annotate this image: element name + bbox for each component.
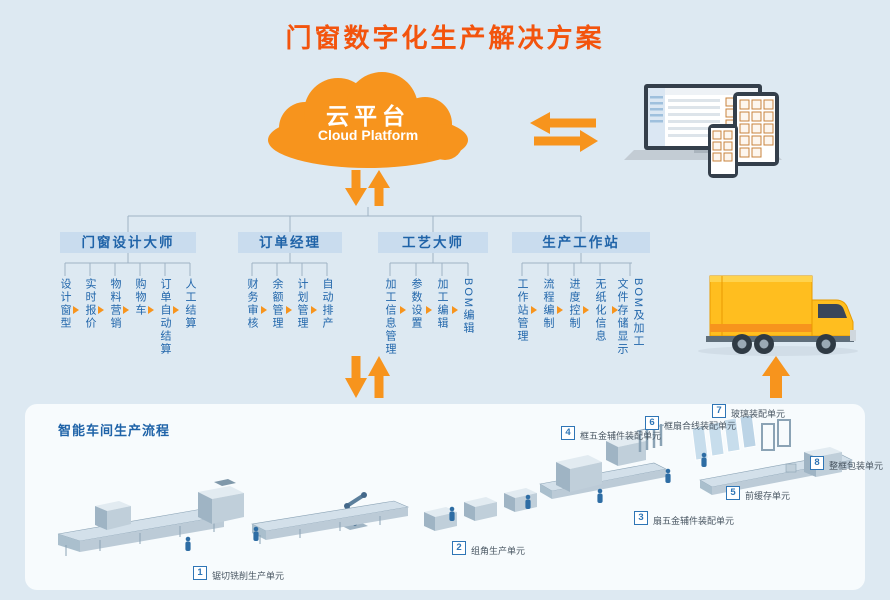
unit-label: 锯切铣削生产单元 <box>212 571 285 581</box>
flow-arrow-icon <box>286 306 292 314</box>
tree-workshop-arrows-icon <box>345 356 390 398</box>
feature-item: 设计窗型 <box>59 278 71 330</box>
workshop-title: 智能车间生产流程 <box>58 423 171 438</box>
unit-number: 5 <box>726 486 740 500</box>
feature-item: 无纸化信息 <box>594 278 606 343</box>
feature-item: 购物车 <box>134 278 146 317</box>
workshop-panel <box>25 404 865 590</box>
feature-item: 余额管理 <box>271 278 283 330</box>
phone-illustration <box>708 124 738 178</box>
flow-arrow-icon <box>123 306 129 314</box>
flow-arrow-icon <box>612 306 618 314</box>
feature-item: BOM编辑 <box>462 278 474 336</box>
unit-label: 扇五金辅件装配单元 <box>653 516 735 526</box>
unit-label: 框五金辅件装配单元 <box>580 431 662 441</box>
tablet-illustration <box>733 92 779 166</box>
feature-item: 参数设置 <box>410 278 422 330</box>
flow-arrow-icon <box>311 306 317 314</box>
feature-item: 人工结算 <box>184 278 196 330</box>
unit-number: 4 <box>561 426 575 440</box>
unit-1-sawing-line <box>57 479 244 556</box>
flow-arrow-icon <box>98 306 104 314</box>
feature-item: 流程编制 <box>542 278 554 330</box>
unit-number: 3 <box>634 511 648 525</box>
flow-arrow-icon <box>426 306 432 314</box>
feature-item: 计划管理 <box>296 278 308 330</box>
unit-number: 1 <box>193 566 207 580</box>
unit-label: 玻璃装配单元 <box>731 409 786 419</box>
feature-item: 进度控制 <box>568 278 580 330</box>
flow-arrow-icon <box>557 306 563 314</box>
tree-connector-lines <box>64 207 632 276</box>
flow-arrow-icon <box>583 306 589 314</box>
feature-item: 财务审核 <box>246 278 258 330</box>
feature-item: 自动排产 <box>321 278 333 330</box>
branch-box-craft-master: 工艺大师 <box>378 232 488 253</box>
page-title: 门窗数字化生产解决方案 <box>285 23 605 53</box>
cloud-tree-arrows-icon <box>345 170 390 206</box>
flow-arrow-icon <box>73 306 79 314</box>
cloud-platform-title: 云平台 <box>326 103 410 129</box>
cloud-platform-subtitle: Cloud Platform <box>317 127 419 143</box>
feature-item: 订单自动结算 <box>159 278 171 356</box>
flow-arrow-icon <box>173 306 179 314</box>
workshop-truck-arrow-icon <box>762 356 790 398</box>
unit-2-corner-assembly <box>424 488 537 531</box>
cloud-device-sync-arrows-icon <box>530 112 598 152</box>
flow-arrow-icon <box>452 306 458 314</box>
truck-illustration <box>698 275 858 356</box>
unit-number: 8 <box>810 456 824 470</box>
flow-arrow-icon <box>400 306 406 314</box>
branch-box-design-master: 门窗设计大师 <box>60 232 196 253</box>
feature-item: 加工信息管理 <box>384 278 396 356</box>
feature-item: 加工编辑 <box>436 278 448 330</box>
cloud-shape <box>268 72 468 168</box>
unit-3-4-hardware-assembly <box>539 424 667 499</box>
unit-label: 整框包装单元 <box>829 461 884 471</box>
unit-label: 前缓存单元 <box>745 491 791 501</box>
unit-number: 7 <box>712 404 726 418</box>
unit-label: 组角生产单元 <box>471 546 526 556</box>
flow-arrow-icon <box>261 306 267 314</box>
flow-arrow-icon <box>531 306 537 314</box>
unit-number: 2 <box>452 541 466 555</box>
branch-box-production-station: 生产工作站 <box>512 232 650 253</box>
worker-figures <box>185 452 707 551</box>
feature-item: 物料营销 <box>109 278 121 330</box>
unit-label: 框扇合线装配单元 <box>664 421 737 431</box>
branch-box-order-manager: 订单经理 <box>238 232 342 253</box>
feature-item: 文件存储显示BOM及加工 <box>616 278 644 356</box>
unit-number: 6 <box>645 416 659 430</box>
flow-arrow-icon <box>148 306 154 314</box>
feature-item: 工作站管理 <box>516 278 528 343</box>
conveyor-2 <box>251 500 410 544</box>
feature-item: 实时报价 <box>84 278 96 330</box>
